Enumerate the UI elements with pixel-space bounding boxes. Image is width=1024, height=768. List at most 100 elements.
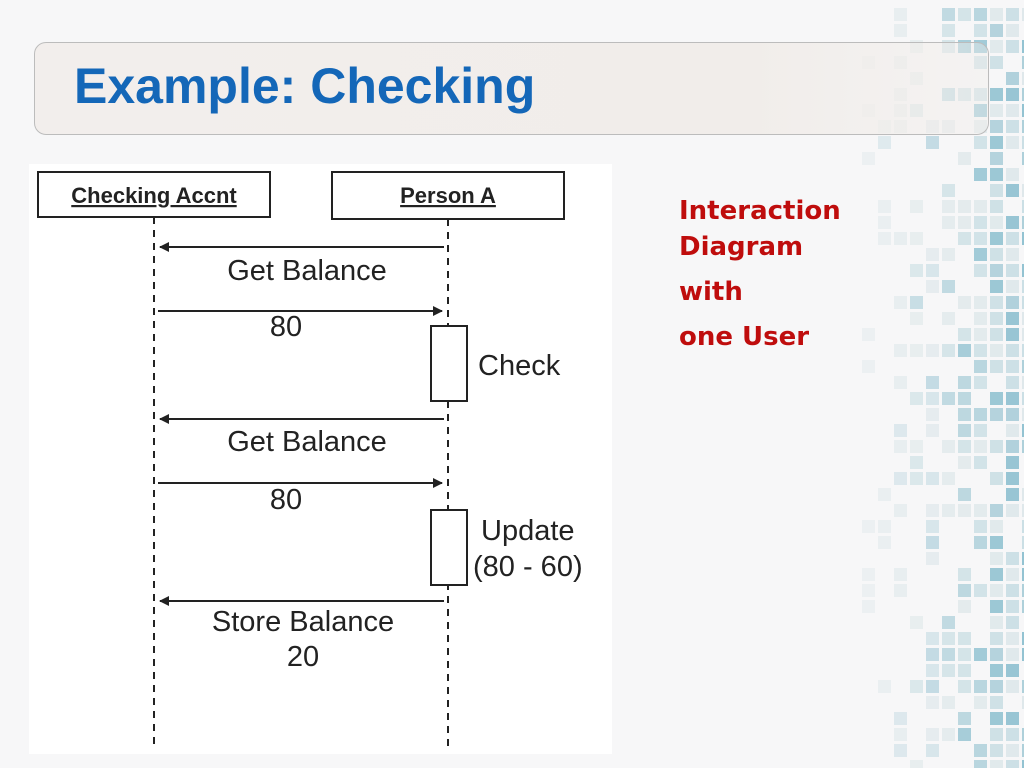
decorative-tile [1022, 648, 1024, 661]
decorative-tile [974, 696, 987, 709]
decorative-tile [990, 280, 1003, 293]
decorative-tile [926, 664, 939, 677]
decorative-tile [1006, 632, 1019, 645]
decorative-tile [862, 568, 875, 581]
decorative-tile [894, 296, 907, 309]
decorative-tile [974, 200, 987, 213]
decorative-tile [990, 56, 1003, 69]
decorative-tile [1022, 584, 1024, 597]
sequence-diagram: Checking Accnt Person A Get Balance 80 C… [37, 171, 583, 746]
decorative-tile [1022, 40, 1024, 53]
decorative-tile [910, 232, 923, 245]
lifeline-checking-box [37, 171, 271, 218]
decorative-tile [910, 456, 923, 469]
decorative-tile [910, 472, 923, 485]
decorative-tile [926, 536, 939, 549]
decorative-tile [1022, 552, 1024, 565]
decorative-tile [990, 216, 1003, 229]
decorative-tile [990, 184, 1003, 197]
decorative-tile [1022, 184, 1024, 197]
decorative-tile [894, 744, 907, 757]
decorative-tile [926, 648, 939, 661]
decorative-tile [1022, 632, 1024, 645]
decorative-tile [1022, 504, 1024, 517]
decorative-tile [958, 376, 971, 389]
decorative-tile [990, 88, 1003, 101]
decorative-tile [1006, 760, 1019, 768]
decorative-tile [926, 280, 939, 293]
decorative-tile [910, 264, 923, 277]
decorative-tile [942, 24, 955, 37]
decorative-tile [926, 728, 939, 741]
decorative-tile [974, 456, 987, 469]
decorative-tile [990, 600, 1003, 613]
decorative-tile [1022, 696, 1024, 709]
decorative-tile [958, 344, 971, 357]
decorative-tile [990, 328, 1003, 341]
decorative-tile [926, 136, 939, 149]
decorative-tile [1006, 744, 1019, 757]
decorative-tile [942, 648, 955, 661]
decorative-tile [1006, 280, 1019, 293]
decorative-tile [942, 248, 955, 261]
decorative-tile [1022, 8, 1024, 21]
decorative-tile [1022, 488, 1024, 501]
decorative-tile [1022, 312, 1024, 325]
decorative-tile [1006, 296, 1019, 309]
decorative-tile [1022, 376, 1024, 389]
decorative-tile [1006, 184, 1019, 197]
decorative-tile [1006, 712, 1019, 725]
activation-box-check [430, 325, 468, 402]
decorative-tile [974, 408, 987, 421]
decorative-tile [1006, 24, 1019, 37]
lifeline-person-box [331, 171, 565, 220]
lifeline-checking: Checking Accnt [37, 171, 271, 746]
decorative-tile [942, 312, 955, 325]
decorative-tile [990, 136, 1003, 149]
decorative-tile [910, 296, 923, 309]
decorative-tile [974, 232, 987, 245]
decorative-tile [942, 344, 955, 357]
decorative-tile [910, 312, 923, 325]
decorative-tile [1022, 440, 1024, 453]
decorative-tile [1006, 552, 1019, 565]
decorative-tile [990, 712, 1003, 725]
decorative-tile [926, 264, 939, 277]
decorative-tile [958, 456, 971, 469]
decorative-tile [1022, 56, 1024, 69]
activation-label-check: Check [478, 350, 561, 382]
decorative-tile [958, 424, 971, 437]
decorative-tile [1006, 216, 1019, 229]
decorative-tile [974, 136, 987, 149]
decorative-tile [990, 168, 1003, 181]
decorative-tile [958, 648, 971, 661]
decorative-tile [878, 680, 891, 693]
decorative-tile [942, 472, 955, 485]
decorative-tile [926, 408, 939, 421]
decorative-tile [958, 8, 971, 21]
decorative-tile [1006, 504, 1019, 517]
decorative-tile [1022, 568, 1024, 581]
decorative-tile [1022, 264, 1024, 277]
decorative-tile [1006, 328, 1019, 341]
decorative-tile [1022, 680, 1024, 693]
message-label-store-balance-value: 20 [287, 641, 319, 673]
decorative-tile [974, 344, 987, 357]
lifeline-checking-label: Checking Accnt [71, 183, 237, 208]
decorative-tile [862, 520, 875, 533]
side-note-line: one User [679, 322, 810, 352]
decorative-tile [974, 376, 987, 389]
decorative-tile [1006, 488, 1019, 501]
decorative-tile [974, 744, 987, 757]
decorative-tile [894, 712, 907, 725]
decorative-tile [1022, 232, 1024, 245]
decorative-tile [990, 312, 1003, 325]
decorative-tile [1006, 312, 1019, 325]
decorative-tile [958, 600, 971, 613]
message-label-80-2: 80 [270, 484, 302, 516]
decorative-tile [926, 424, 939, 437]
decorative-tile [990, 200, 1003, 213]
decorative-tile [942, 440, 955, 453]
decorative-tile [958, 152, 971, 165]
decorative-tile [1022, 104, 1024, 117]
